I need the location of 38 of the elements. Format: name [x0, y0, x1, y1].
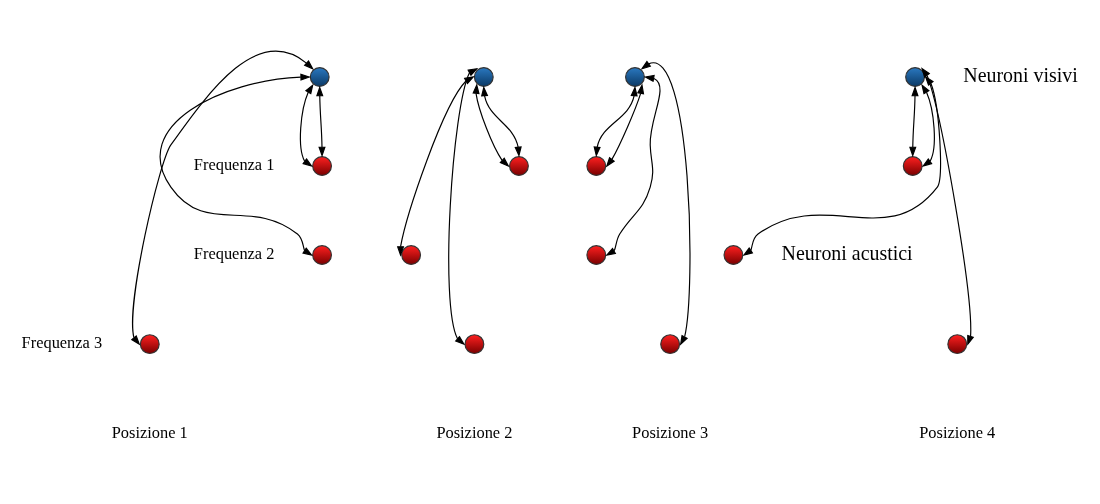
node-circle: [625, 66, 645, 87]
node-circle: [464, 333, 485, 354]
arrow: [605, 82, 645, 167]
node-circle: [586, 155, 607, 176]
node-circle: [902, 155, 923, 176]
arrow: [480, 85, 522, 157]
node-circle: [312, 244, 332, 265]
arrow: [921, 83, 935, 167]
arrow: [472, 82, 510, 167]
arrow: [448, 67, 479, 345]
node-circle: [401, 244, 422, 265]
label: Posizione 3: [632, 422, 709, 442]
arrow: [909, 85, 919, 157]
label: Posizione 4: [919, 422, 996, 442]
node-circle: [660, 333, 681, 354]
arrow: [593, 85, 638, 157]
node-circle: [139, 333, 160, 354]
label: Neuroni acustici: [781, 241, 913, 264]
arrow: [299, 83, 314, 167]
arrow: [159, 72, 313, 256]
node-circle: [312, 155, 332, 176]
arrow: [605, 74, 661, 256]
label: Neuroni visivi: [963, 63, 1078, 86]
arrow: [316, 85, 326, 157]
node-circle: [905, 66, 926, 87]
arrow: [640, 60, 691, 346]
node-circle: [586, 244, 607, 265]
label: Frequenza 3: [21, 332, 103, 352]
label: Frequenza 1: [193, 154, 275, 174]
node-circle: [309, 66, 330, 87]
node-circle: [723, 244, 744, 265]
node-circle: [473, 66, 494, 87]
label: Posizione 2: [436, 422, 513, 442]
arrow: [130, 50, 314, 346]
label: Posizione 1: [111, 422, 188, 442]
node-circle: [947, 333, 968, 354]
node-circle: [509, 155, 529, 176]
label: Frequenza 2: [193, 243, 275, 263]
